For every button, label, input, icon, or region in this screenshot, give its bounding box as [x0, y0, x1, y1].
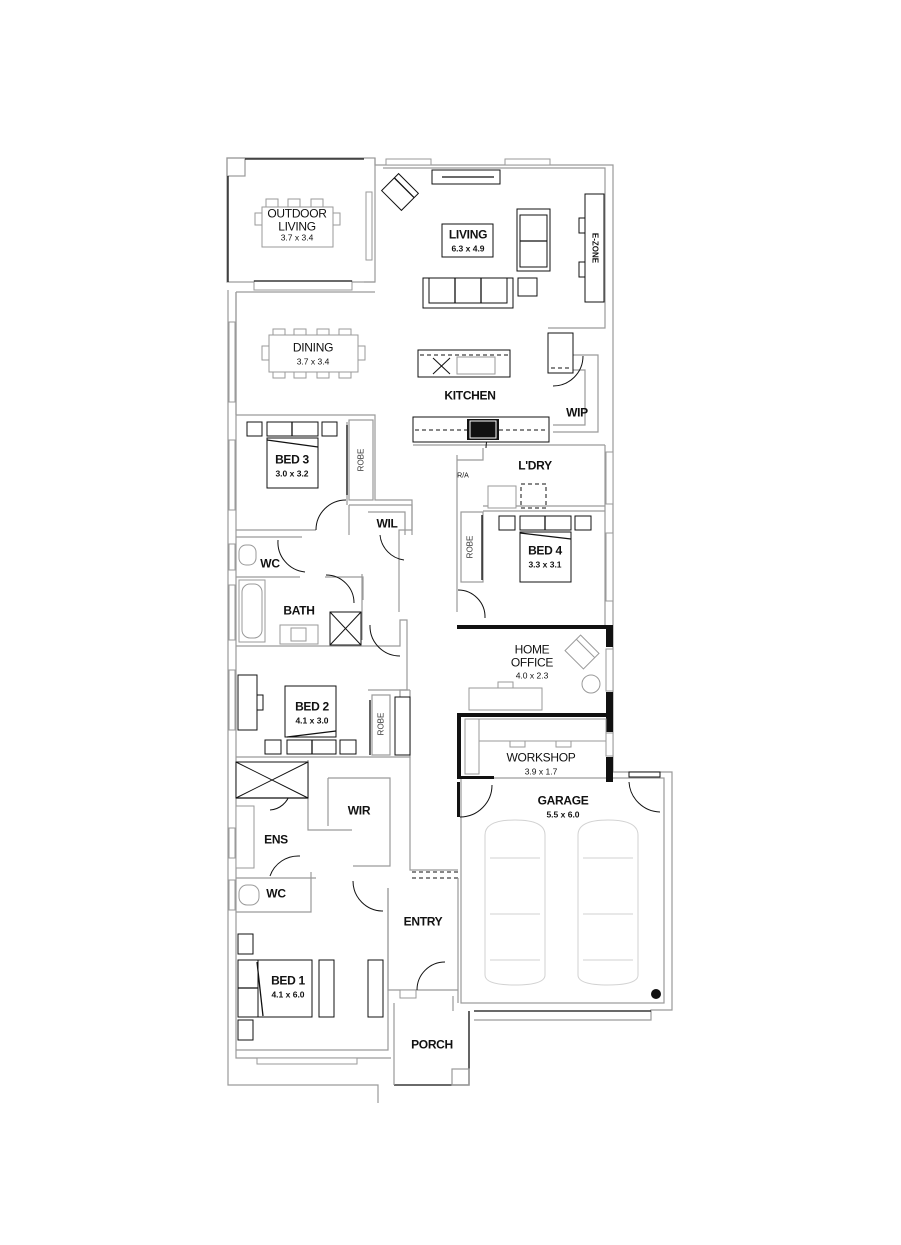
room-bed-3: BED 3 3.0 x 3.2	[275, 452, 309, 479]
room-laundry: L'DRY	[518, 458, 552, 473]
room-home-office: HOME OFFICE 4.0 x 2.3	[510, 642, 554, 681]
furniture	[235, 169, 661, 1041]
room-entry: ENTRY	[403, 914, 443, 929]
room-bed-4: BED 4 3.3 x 3.1	[528, 543, 562, 570]
room-workshop: WORKSHOP 3.9 x 1.7	[506, 750, 576, 777]
room-porch: PORCH	[411, 1037, 453, 1052]
room-wc-1: WC	[260, 556, 280, 571]
room-robe-bed2: ROBE	[376, 712, 386, 736]
room-dining: DINING 3.7 x 3.4	[292, 340, 334, 367]
room-kitchen: KITCHEN	[444, 388, 496, 403]
room-wc-2: WC	[266, 886, 286, 901]
windows	[228, 158, 614, 1065]
doors	[269, 355, 661, 991]
car-right	[577, 819, 639, 986]
room-bed-1: BED 1 4.1 x 6.0	[271, 973, 305, 1000]
room-outdoor-living: OUTDOOR LIVING 3.7 x 3.4	[267, 206, 327, 243]
label-ra: R/A	[457, 472, 469, 480]
room-living: LIVING 6.3 x 4.9	[448, 227, 488, 254]
room-robe-bed4: ROBE	[465, 535, 475, 559]
room-robe-bed3: ROBE	[356, 448, 366, 472]
car-left	[484, 819, 546, 986]
room-bath: BATH	[283, 603, 315, 618]
room-garage: GARAGE 5.5 x 6.0	[537, 793, 589, 820]
thick-walls	[457, 625, 613, 817]
room-ens: ENS	[264, 832, 288, 847]
room-wir: WIR	[347, 803, 371, 818]
room-e-zone: E-ZONE	[590, 232, 600, 264]
room-wil: WIL	[376, 516, 398, 531]
room-bed-2: BED 2 4.1 x 3.0	[295, 699, 329, 726]
room-wip: WIP	[566, 405, 588, 420]
